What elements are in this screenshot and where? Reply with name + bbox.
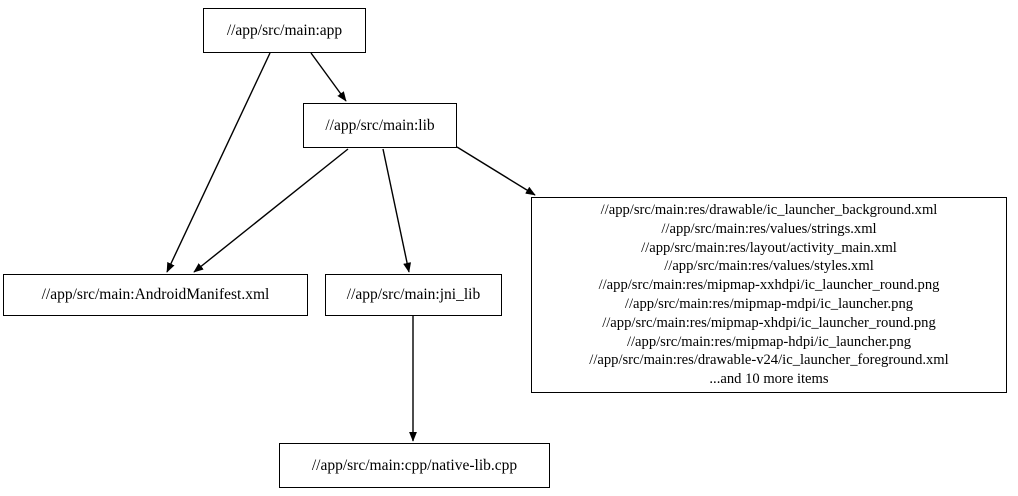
edge-app-to-lib (310, 52, 347, 102)
node-androidmanifest[interactable]: //app/src/main:AndroidManifest.xml (3, 274, 308, 316)
resource-line: ...and 10 more items (709, 371, 829, 388)
resource-line: //app/src/main:res/values/styles.xml (664, 258, 874, 275)
resource-line: //app/src/main:res/mipmap-hdpi/ic_launch… (626, 333, 912, 350)
resource-line: //app/src/main:res/mipmap-xhdpi/ic_launc… (602, 314, 936, 331)
node-native-lib-cpp[interactable]: //app/src/main:cpp/native-lib.cpp (279, 443, 550, 488)
edge-lib-to-jni-lib (382, 148, 412, 273)
resource-line: //app/src/main:res/mipmap-mdpi/ic_launch… (624, 296, 914, 312)
resource-line: //app/src/main:res/drawable-v24/ic_launc… (589, 352, 949, 369)
resource-line: //app/src/main:res/values/strings.xml (661, 220, 877, 237)
node-jni-lib[interactable]: //app/src/main:jni_lib (325, 274, 502, 316)
node-app-label: //app/src/main:app (226, 21, 343, 39)
node-resources-label: //app/src/main:res/drawable/ic_launcher_… (589, 201, 948, 389)
resource-line: //app/src/main:res/layout/activity_main.… (641, 239, 897, 256)
resource-line: //app/src/main:res/drawable/ic_launcher_… (600, 202, 938, 219)
node-resources[interactable]: //app/src/main:res/drawable/ic_launcher_… (531, 197, 1007, 393)
node-lib[interactable]: //app/src/main:lib (303, 103, 457, 148)
edge-app-to-androidmanifest (166, 52, 271, 273)
edge-lib-to-resources (456, 146, 536, 196)
node-app[interactable]: //app/src/main:app (203, 8, 366, 53)
edge-lib-to-androidmanifest (193, 148, 349, 273)
node-native-lib-cpp-label: //app/src/main:cpp/native-lib.cpp (311, 456, 518, 474)
resource-line: //app/src/main:res/mipmap-xxhdpi/ic_laun… (598, 277, 940, 294)
node-lib-label: //app/src/main:lib (325, 116, 435, 134)
node-androidmanifest-label: //app/src/main:AndroidManifest.xml (41, 286, 270, 304)
node-jni-lib-label: //app/src/main:jni_lib (346, 286, 481, 304)
